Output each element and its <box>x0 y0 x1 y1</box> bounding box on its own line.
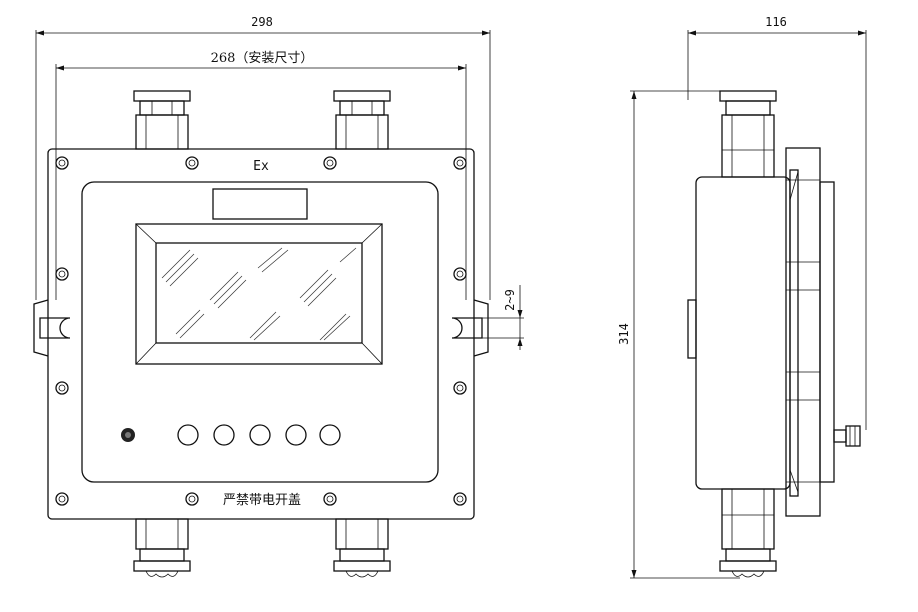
bolt <box>453 156 467 170</box>
bolt <box>55 381 69 395</box>
dimension-depth: 116 <box>687 15 867 430</box>
bolt <box>55 267 69 281</box>
bottom-cable-gland-left <box>133 518 191 578</box>
front-view: 298 268（安装尺寸） <box>33 15 524 578</box>
control-button <box>213 424 235 446</box>
dimension-install-width: 268（安装尺寸） <box>55 51 467 300</box>
dim-2-9-label: 2~9 <box>503 289 517 311</box>
side-view: 116 314 <box>617 15 867 579</box>
mounting-ear-right <box>451 299 489 357</box>
dimension-overall-width: 298 <box>35 15 491 300</box>
cover-panel <box>81 181 439 483</box>
side-top-gland <box>719 90 777 178</box>
mounting-ear-left <box>33 299 71 357</box>
bolt <box>323 492 337 506</box>
control-button <box>177 424 199 446</box>
dim-116-label: 116 <box>765 15 787 29</box>
side-bottom-gland <box>719 488 777 578</box>
cover-bolts <box>55 156 467 506</box>
indicator-lamp <box>121 428 135 442</box>
bolt <box>323 156 337 170</box>
bolt <box>55 156 69 170</box>
ex-mark: Ex <box>253 159 269 174</box>
control-button <box>249 424 271 446</box>
side-housing <box>695 176 791 490</box>
bolt <box>55 492 69 506</box>
side-button-stem <box>833 425 861 447</box>
side-cover-plates <box>785 147 835 517</box>
control-button <box>319 424 341 446</box>
control-button <box>285 424 307 446</box>
glass-hatching <box>161 247 357 341</box>
top-cable-gland-right <box>333 90 391 150</box>
bolt <box>453 381 467 395</box>
dim-298-label: 298 <box>251 15 273 29</box>
dim-314-label: 314 <box>617 323 631 345</box>
display-window <box>135 223 383 365</box>
bolt <box>453 267 467 281</box>
bolt <box>185 156 199 170</box>
warning-label: 严禁带电开盖 <box>223 493 301 508</box>
enclosure-outline <box>47 148 475 520</box>
dim-268-label: 268（安装尺寸） <box>211 51 314 66</box>
bolt <box>453 492 467 506</box>
side-latch <box>687 299 697 359</box>
bolt <box>185 492 199 506</box>
nameplate <box>212 188 308 220</box>
top-cable-gland-left <box>133 90 191 150</box>
bottom-cable-gland-right <box>333 518 391 578</box>
dimension-slot: 2~9 <box>470 285 524 350</box>
